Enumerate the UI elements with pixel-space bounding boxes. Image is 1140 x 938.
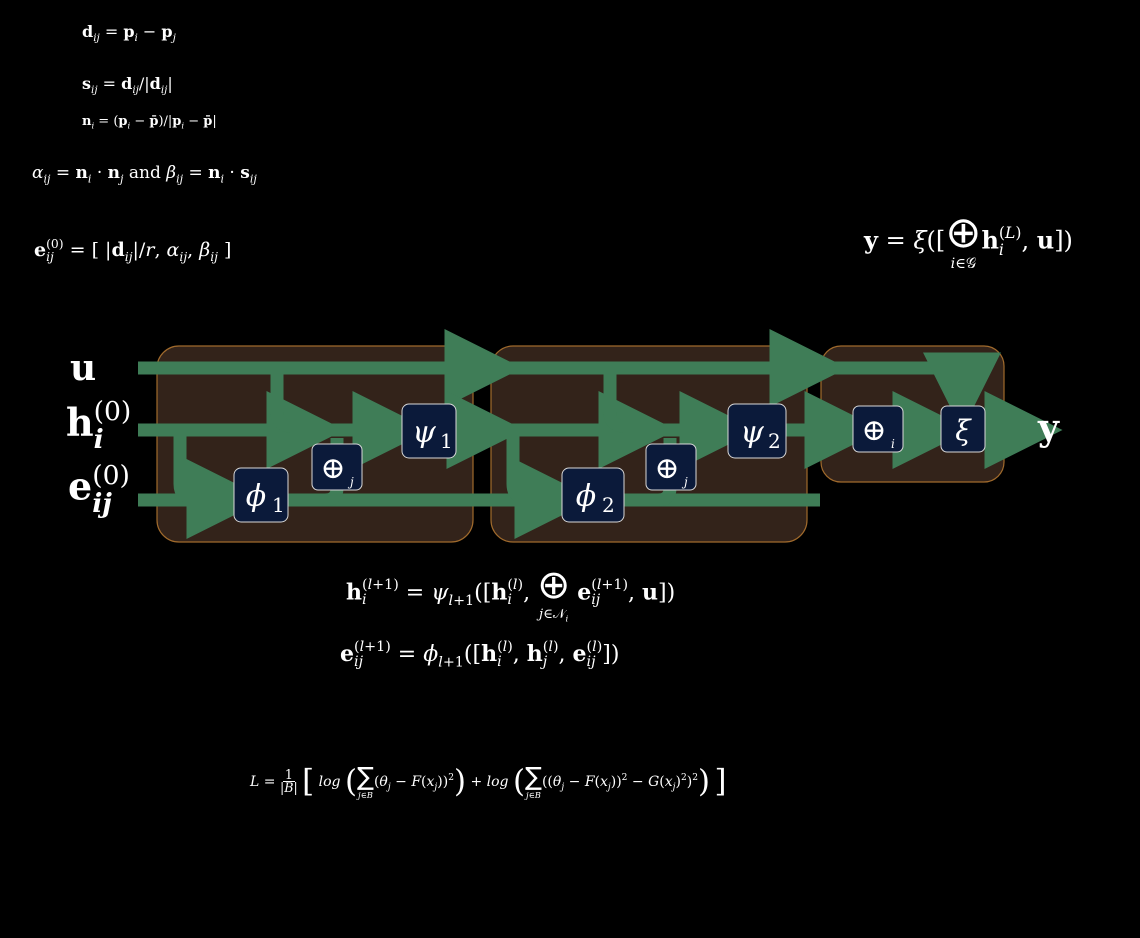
block-phi1-sub: 1 bbox=[272, 493, 285, 517]
and-word: and bbox=[128, 163, 161, 183]
block-phi1: ϕ 1 bbox=[233, 467, 289, 523]
log-word-1: log bbox=[318, 773, 341, 790]
block-psi2: ψ 2 bbox=[727, 403, 787, 459]
block-agg-i: ⊕ i bbox=[852, 405, 904, 453]
log-word-2: log bbox=[486, 773, 509, 790]
input-label-e: e(0)ij bbox=[68, 460, 130, 519]
block-psi2-sub: 2 bbox=[768, 429, 781, 453]
block-phi2: ϕ 2 bbox=[561, 467, 625, 523]
flow-h-to-e-2 bbox=[506, 430, 593, 537]
block-agg-j2: ⊕ j bbox=[645, 443, 697, 491]
equation-eij0: e(0)ij = [ |dij|/r, αij, βij ] bbox=[34, 237, 232, 264]
equation-sij: sij = dij/|dij| bbox=[82, 74, 173, 97]
equation-alpha-beta: αij = ni · nj and βij = ni · sij bbox=[32, 163, 257, 186]
equation-h-update: h(l+1)i = ψl+1([h(l)i, ⊕j∈𝒩i e(l+1)ij, u… bbox=[346, 562, 676, 625]
output-label-y: y bbox=[1038, 407, 1059, 449]
block-agg-i-symbol: ⊕ bbox=[861, 413, 886, 448]
flow-u-to-h-1 bbox=[270, 368, 312, 433]
block-phi1-symbol: ϕ bbox=[246, 479, 266, 514]
block-psi1-sub: 1 bbox=[440, 429, 453, 453]
block-xi: ξ bbox=[940, 405, 986, 453]
flow-u-line bbox=[138, 352, 1001, 431]
block-agg-j2-sub: j bbox=[681, 475, 688, 489]
equation-loss: L = 1|B| [ log (∑j∈B(θj − F(xj))2) + log… bbox=[250, 762, 727, 801]
block-agg-j1-symbol: ⊕ bbox=[320, 451, 345, 486]
input-label-h: h(0)i bbox=[66, 396, 132, 455]
block-phi2-symbol: ϕ bbox=[576, 479, 596, 514]
flow-u-to-h-2 bbox=[603, 368, 644, 433]
equation-ni: ni = (pi − p̄)/|pi − p̄| bbox=[82, 114, 217, 131]
equation-e-update: e(l+1)ij = ϕl+1([h(l)i, h(l)j, e(l)ij]) bbox=[340, 639, 620, 671]
block-agg-i-sub: i bbox=[891, 437, 895, 451]
block-psi1: ψ 1 bbox=[401, 403, 457, 459]
block-agg-j2-symbol: ⊕ bbox=[654, 451, 679, 486]
block-psi2-symbol: ψ bbox=[740, 415, 764, 450]
block-phi2-sub: 2 bbox=[602, 493, 615, 517]
equation-dij: dij = pi − pj bbox=[82, 22, 176, 45]
block-psi1-symbol: ψ bbox=[412, 415, 436, 450]
block-xi-symbol: ξ bbox=[955, 414, 972, 447]
flow-h-to-e-1 bbox=[173, 430, 265, 537]
block-agg-j1-sub: j bbox=[347, 475, 354, 489]
block-agg-j1: ⊕ j bbox=[311, 443, 363, 491]
input-label-u: u bbox=[70, 347, 97, 389]
